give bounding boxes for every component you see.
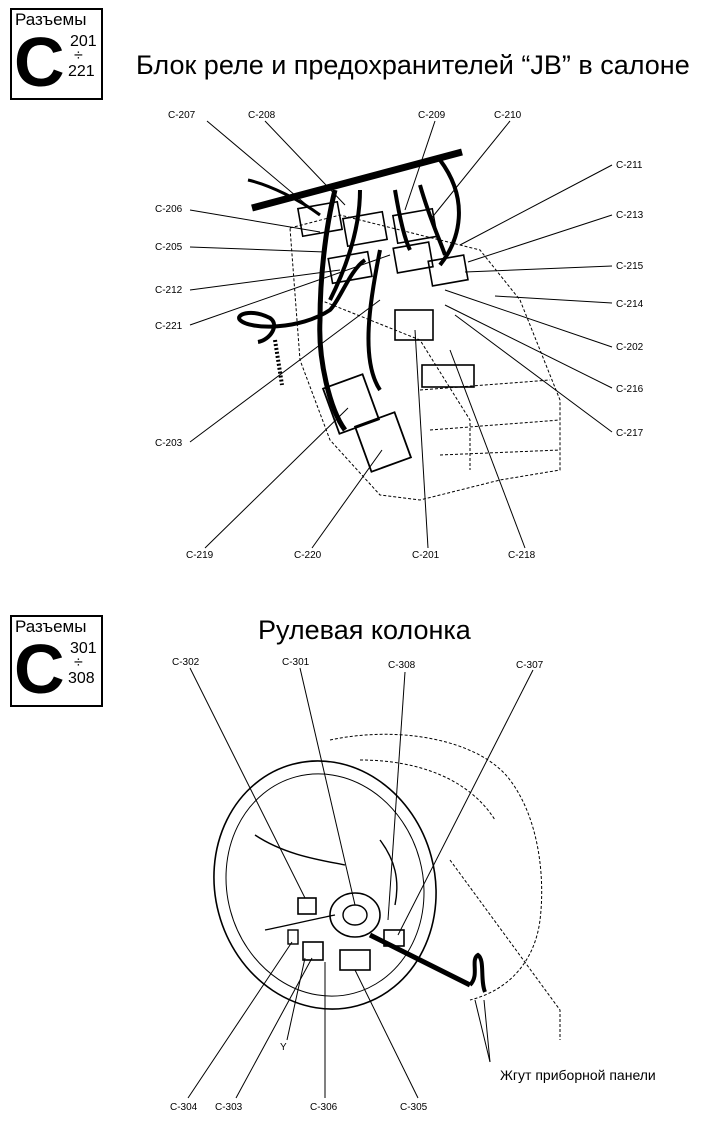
- callout-c308: C-308: [388, 660, 416, 671]
- badge-letter: C: [14, 630, 65, 708]
- callout-c218: C-218: [508, 550, 536, 561]
- callout-c207: C-207: [168, 110, 196, 121]
- badge-range-bottom: 308: [68, 670, 95, 687]
- callout-c209: C-209: [418, 110, 446, 121]
- connector-badge-2: Разъемы C 301 ÷ 308: [10, 615, 103, 708]
- callout-c216: C-216: [616, 384, 644, 395]
- callout-c219: C-219: [186, 550, 214, 561]
- badge-range-top: 201: [70, 33, 97, 50]
- callout-c205: C-205: [155, 242, 183, 253]
- callout-c206: C-206: [155, 204, 183, 215]
- callouts-1: C-207 C-208 C-209 C-210 C-211 C-206 C-21…: [155, 110, 644, 561]
- callout-c212: C-212: [155, 285, 183, 296]
- badge-caption: Разъемы: [15, 617, 87, 636]
- section2-title: Рулевая колонка: [258, 615, 471, 645]
- callout-c203: C-203: [155, 438, 183, 449]
- callout-c215: C-215: [616, 261, 644, 272]
- callout-c304: C-304: [170, 1102, 198, 1113]
- badge-range-bottom: 221: [68, 63, 95, 80]
- callout-c306: C-306: [310, 1102, 338, 1113]
- callout-c217: C-217: [616, 428, 644, 439]
- marker-y: Y: [280, 1042, 287, 1053]
- callouts-2: C-302 C-301 C-308 C-307 C-304 C-303 C-30…: [170, 657, 656, 1113]
- callout-c301: C-301: [282, 657, 310, 668]
- badge-letter: C: [14, 23, 65, 101]
- callout-c302: C-302: [172, 657, 200, 668]
- callout-c210: C-210: [494, 110, 522, 121]
- callout-c214: C-214: [616, 299, 644, 310]
- callout-c303: C-303: [215, 1102, 243, 1113]
- steering-column-drawing: [213, 733, 561, 1040]
- callout-c213: C-213: [616, 210, 644, 221]
- callout-c307: C-307: [516, 660, 544, 671]
- badge-range-divider: ÷: [74, 47, 83, 64]
- badge-range-top: 301: [70, 640, 97, 657]
- connector-badge-1: Разъемы C 201 ÷ 221: [10, 8, 103, 101]
- callout-c221: C-221: [155, 321, 183, 332]
- badge-caption: Разъемы: [15, 10, 87, 29]
- callout-c201: C-201: [412, 550, 440, 561]
- junction-block-drawing: [237, 148, 561, 501]
- callout-c211: C-211: [616, 160, 643, 171]
- leader-lines-1: [189, 120, 613, 549]
- leader-lines-2: [187, 667, 534, 1099]
- callout-c202: C-202: [616, 342, 644, 353]
- badge-range-divider: ÷: [74, 654, 83, 671]
- callout-c220: C-220: [294, 550, 322, 561]
- callout-c208: C-208: [248, 110, 276, 121]
- harness-label: Жгут приборной панели: [500, 1067, 656, 1083]
- section1-title: Блок реле и предохранителей “JB” в салон…: [136, 50, 690, 80]
- callout-c305: C-305: [400, 1102, 428, 1113]
